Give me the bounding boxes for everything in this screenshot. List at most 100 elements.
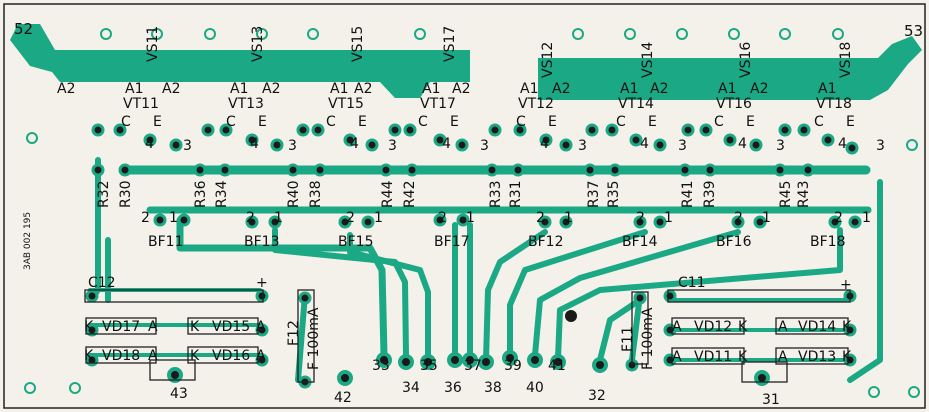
pin-c-3: C bbox=[418, 114, 428, 130]
vd11-k-label: K bbox=[738, 349, 748, 365]
resistor-label-r39: R39 bbox=[702, 180, 718, 208]
pin-4-6: 4 bbox=[738, 136, 747, 152]
pin-2-1: 2 bbox=[246, 210, 255, 226]
resistor-label-r38: R38 bbox=[308, 180, 324, 208]
terminal-33-label: 33 bbox=[372, 358, 390, 374]
vd15-k-label: K bbox=[190, 319, 200, 335]
connector-label-bf13: BF13 bbox=[244, 234, 279, 250]
vd13-k-label: K bbox=[842, 349, 852, 365]
pin-a2-7: A2 bbox=[750, 81, 768, 97]
vd11-a-label: A bbox=[672, 349, 682, 365]
connector-label-bf12: BF12 bbox=[528, 234, 563, 250]
pin-2-2: 2 bbox=[346, 210, 355, 226]
pin-2-5: 2 bbox=[636, 210, 645, 226]
pin-4-4: 4 bbox=[540, 136, 549, 152]
pin-a2-5: A2 bbox=[552, 81, 570, 97]
pin-c-7: C bbox=[814, 114, 824, 130]
resistor-label-r37: R37 bbox=[586, 180, 602, 208]
pin-3-5: 3 bbox=[678, 138, 687, 154]
diode-vd16-label: VD16 bbox=[212, 348, 250, 364]
connector-label-bf14: BF14 bbox=[622, 234, 658, 250]
pin-2-3: 2 bbox=[438, 210, 447, 226]
pin-a1-3: A1 bbox=[422, 81, 440, 97]
pin-c-6: C bbox=[714, 114, 724, 130]
pin-c-2: C bbox=[326, 114, 336, 130]
resistor-label-r40: R40 bbox=[286, 180, 302, 208]
pin-a1-5: A1 bbox=[620, 81, 638, 97]
pin-4-3: 4 bbox=[442, 136, 451, 152]
pin-e-0: E bbox=[153, 114, 162, 130]
connector-label-bf15: BF15 bbox=[338, 234, 373, 250]
board-code: 3AB 002 195 bbox=[23, 212, 33, 270]
vd18-a-label: A bbox=[148, 348, 158, 364]
copper-traces bbox=[88, 157, 883, 383]
vs-label-vs13: VS13 bbox=[250, 26, 266, 62]
diode-vd13-label: VD13 bbox=[798, 349, 836, 365]
connector-label-bf11: BF11 bbox=[148, 234, 183, 250]
resistor-label-r44: R44 bbox=[380, 180, 396, 208]
pin-e-6: E bbox=[746, 114, 755, 130]
pin-e-3: E bbox=[450, 114, 459, 130]
pin-1-7: 1 bbox=[862, 210, 871, 226]
resistor-label-r35: R35 bbox=[606, 180, 622, 208]
pin-1-0: 1 bbox=[169, 210, 178, 226]
pin-e-5: E bbox=[648, 114, 657, 130]
vt-label-vt14: VT14 bbox=[618, 96, 654, 112]
pin-c-1: C bbox=[226, 114, 236, 130]
fuse-f12-rating: F 100mA bbox=[306, 307, 322, 370]
pin-1-1: 1 bbox=[274, 210, 283, 226]
terminal-36-label: 36 bbox=[444, 380, 462, 396]
pin-3-2: 3 bbox=[388, 138, 397, 154]
pin-a2-0: A2 bbox=[57, 81, 75, 97]
diode-vd15-label: VD15 bbox=[212, 319, 250, 335]
terminal-42-label: 42 bbox=[334, 390, 352, 406]
terminal-38-label: 38 bbox=[484, 380, 502, 396]
pin-1-3: 1 bbox=[466, 210, 475, 226]
terminal-32-label: 32 bbox=[588, 388, 606, 404]
vd14-a-label: A bbox=[778, 319, 788, 335]
terminal-39-label: 39 bbox=[504, 358, 522, 374]
pin-1-6: 1 bbox=[762, 210, 771, 226]
pin-2-7: 2 bbox=[834, 210, 843, 226]
diode-vd11-label: VD11 bbox=[694, 349, 732, 365]
pin-a1-7: A1 bbox=[818, 81, 836, 97]
pin-4-1: 4 bbox=[250, 136, 259, 152]
resistor-label-r43: R43 bbox=[796, 180, 812, 208]
connector-label-bf16: BF16 bbox=[716, 234, 752, 250]
vt-label-vt12: VT12 bbox=[518, 96, 554, 112]
pin-c-0: C bbox=[121, 114, 131, 130]
capacitor-c11-plus: + bbox=[840, 277, 852, 293]
vd17-k-label: K bbox=[84, 319, 94, 335]
component-outlines bbox=[84, 289, 851, 383]
vs-label-vs12: VS12 bbox=[540, 42, 556, 78]
pin-a1-1: A1 bbox=[230, 81, 248, 97]
vd15-a-label: A bbox=[256, 319, 266, 335]
terminal-53-label: 53 bbox=[904, 22, 923, 40]
pin-a2-1: A2 bbox=[162, 81, 180, 97]
vs-label-vs18: VS18 bbox=[838, 42, 854, 78]
vd12-a-label: A bbox=[672, 319, 682, 335]
copper-top-right bbox=[538, 36, 922, 100]
pin-2-4: 2 bbox=[536, 210, 545, 226]
resistor-label-r45: R45 bbox=[778, 180, 794, 208]
resistor-label-r30: R30 bbox=[118, 180, 134, 208]
pin-a1-4: A1 bbox=[520, 81, 538, 97]
diode-vd18-label: VD18 bbox=[102, 348, 140, 364]
pin-e-2: E bbox=[358, 114, 367, 130]
pin-a2-2: A2 bbox=[262, 81, 280, 97]
vd16-a-label: A bbox=[256, 348, 266, 364]
pads bbox=[85, 123, 862, 389]
copper-top-left bbox=[10, 24, 470, 98]
vd18-k-label: K bbox=[84, 348, 94, 364]
terminal-52-label: 52 bbox=[14, 20, 33, 38]
terminal-41-label: 41 bbox=[548, 358, 566, 374]
terminal-34-label: 34 bbox=[402, 380, 420, 396]
vd16-k-label: K bbox=[190, 348, 200, 364]
resistor-label-r33: R33 bbox=[488, 180, 504, 208]
pin-a2-4: A2 bbox=[452, 81, 470, 97]
connector-label-bf17: BF17 bbox=[434, 234, 469, 250]
fuse-f11-rating: F 100mA bbox=[640, 307, 656, 370]
pin-e-1: E bbox=[258, 114, 267, 130]
